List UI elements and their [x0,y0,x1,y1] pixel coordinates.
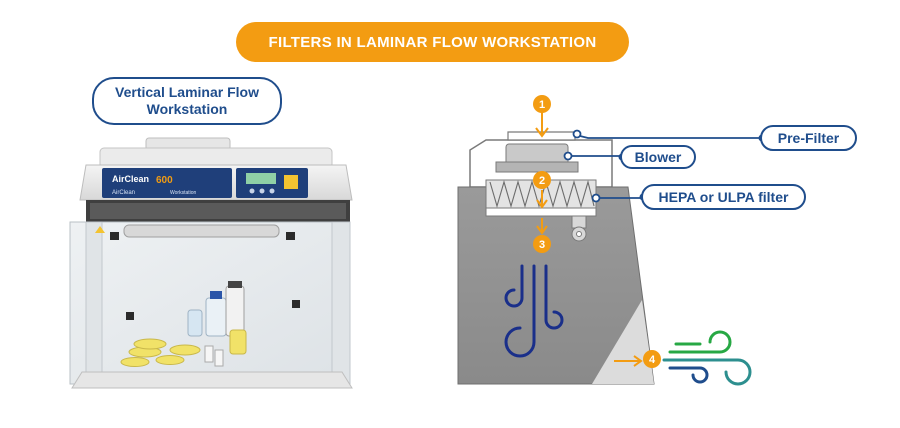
downflow-airflow-icon [504,264,564,358]
step-number-1: 1 [539,99,545,111]
step-badge-1 [533,95,551,113]
workstation-label: Vertical Laminar Flow Workstation [92,77,282,125]
step-badge-3 [533,235,551,253]
exit-airflow-icon [662,330,752,386]
step-number-2: 2 [539,175,545,187]
step-badge-2 [533,171,551,189]
workstation-illustration: AirClean 600 AirClean Workstation [69,137,353,389]
sub-brand-text: AirClean [112,190,135,196]
diagram-title: FILTERS IN LAMINAR FLOW WORKSTATION [236,22,629,62]
pre-filter-label: Pre-Filter [760,125,857,151]
step-number-4: 4 [649,354,656,366]
step-badge-4 [643,350,661,368]
model-sub-text: Workstation [170,190,197,196]
step-number-3: 3 [539,239,545,251]
blower-label: Blower [620,145,696,169]
brand-text: AirClean [112,174,149,184]
model-text: 600 [156,175,173,186]
callout-lines [563,129,760,203]
schematic: 1 2 3 4 [457,95,766,386]
brand-panel [102,168,232,198]
hepa-label: HEPA or ULPA filter [641,184,806,210]
